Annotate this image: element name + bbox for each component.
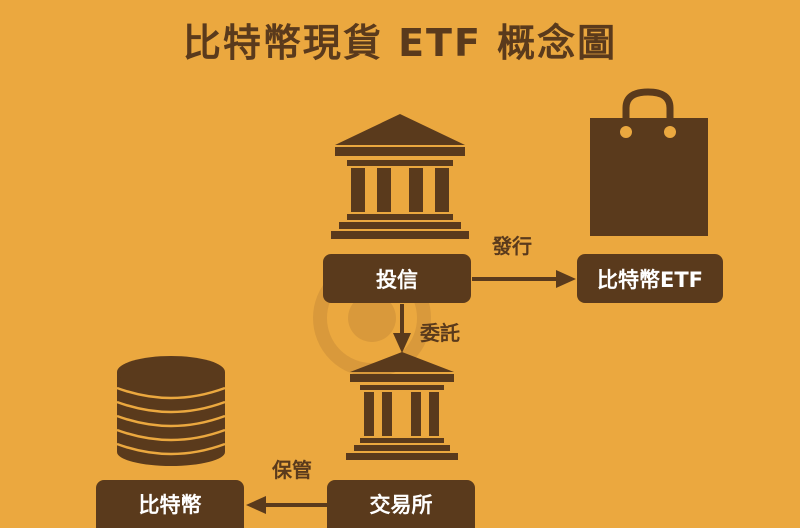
edge-label-custody: 保管 [272, 458, 312, 482]
node-bitcoin: 比特幣 [96, 480, 244, 528]
exchange-building-icon [346, 352, 458, 460]
node-trust: 投信 [323, 254, 471, 303]
arrow-custody [246, 496, 328, 514]
edge-label-issue: 發行 [492, 234, 532, 258]
bank-building-icon [331, 114, 469, 239]
edge-label-entrust: 委託 [420, 321, 460, 345]
arrow-entrust [393, 304, 411, 353]
shopping-bag-icon [590, 88, 708, 236]
node-exchange: 交易所 [327, 480, 475, 528]
page-title: 比特幣現貨 ETF 概念圖 [182, 21, 618, 65]
coin-stack-icon [116, 356, 226, 466]
arrow-issue [472, 270, 576, 288]
node-bitcoin-etf: 比特幣ETF [577, 254, 723, 303]
